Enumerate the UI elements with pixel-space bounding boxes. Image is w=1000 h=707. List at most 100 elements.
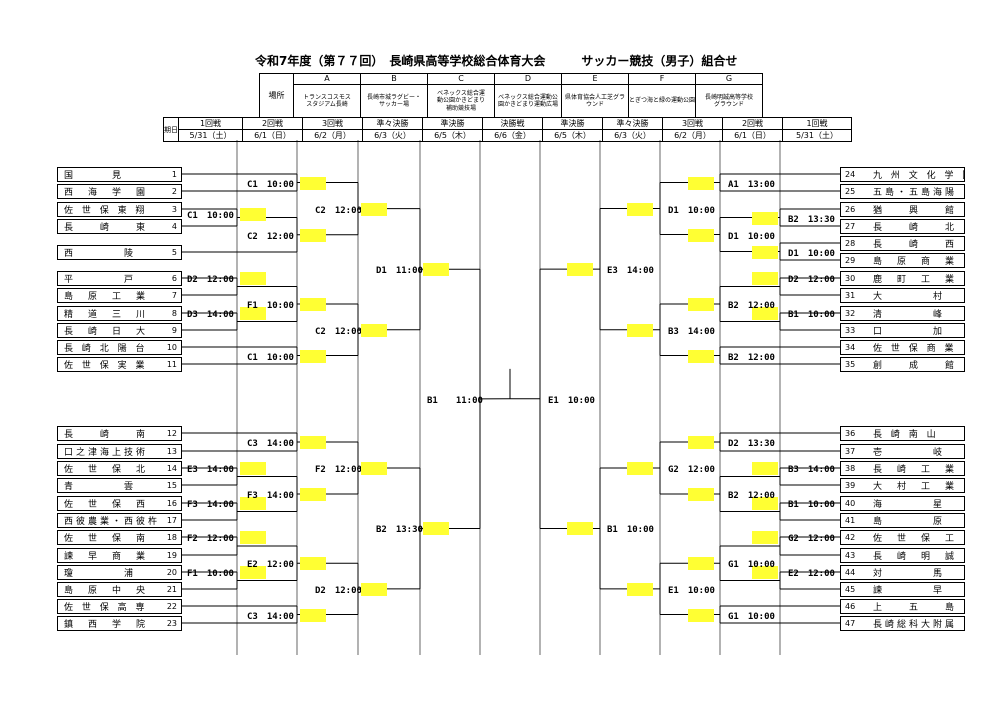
team-name: 長 崎 工 業 <box>873 465 958 475</box>
team-name: 清 峰 <box>873 310 946 320</box>
match-label: C2 12:00 <box>247 231 294 242</box>
team-name: 五島・五島海陽 <box>873 188 958 198</box>
match-label: C1 10:00 <box>247 179 294 190</box>
result-highlight <box>300 349 326 363</box>
team-number: 47 <box>845 619 856 628</box>
team-number: 38 <box>845 464 856 473</box>
team-name: 佐 世 保 西 <box>64 500 149 510</box>
team-name: 国 見 <box>64 171 125 181</box>
team-name: 島 原 工 業 <box>64 292 149 302</box>
team-name: 瓊 浦 <box>64 569 137 579</box>
team-name: 口 加 <box>873 327 946 337</box>
round-date: 5/31（土） <box>782 129 852 142</box>
result-highlight <box>240 271 266 285</box>
result-highlight <box>627 202 653 216</box>
match-label: B2 12:00 <box>728 301 775 311</box>
team-name: 長 崎 西 <box>873 240 958 250</box>
team-number: 46 <box>845 602 856 611</box>
team-entry: 46 上 五 島 <box>840 599 965 614</box>
team-number: 23 <box>166 619 177 628</box>
result-highlight <box>240 496 266 510</box>
result-highlight <box>567 263 593 277</box>
result-highlight <box>627 582 653 596</box>
team-name: 佐 世 保 実 業 <box>64 361 148 371</box>
team-number: 3 <box>171 205 177 214</box>
match-label: B1 10:00 <box>788 499 835 510</box>
match-label: E2 12:00 <box>247 560 294 571</box>
result-highlight <box>361 323 387 337</box>
result-highlight <box>300 557 326 571</box>
team-number: 28 <box>845 239 856 248</box>
result-highlight <box>423 263 449 277</box>
venue-name: 長崎明誠高等学校 グラウンド <box>695 84 764 118</box>
team-name: 佐 世 保 北 <box>64 465 149 475</box>
result-highlight <box>752 496 778 510</box>
result-highlight <box>361 202 387 216</box>
team-name: 西彼農業・西彼杵 <box>64 517 157 527</box>
team-name: 鹿 町 工 業 <box>873 275 958 285</box>
match-label: D3 14:00 <box>187 309 234 320</box>
team-number: 13 <box>166 447 177 456</box>
team-number: 19 <box>166 551 177 560</box>
team-name: 長崎総科大附属 <box>873 620 958 630</box>
match-label: E1 10:00 <box>548 395 595 406</box>
result-highlight <box>240 306 266 320</box>
round-date-table: 期日 1回戦 2回戦 3回戦 準々決勝 準決勝 決勝戦 準決勝 準々決勝 3回戦… <box>163 117 852 142</box>
team-name: 対 馬 <box>873 569 946 579</box>
result-highlight <box>752 565 778 579</box>
match-label: G1 10:00 <box>728 560 775 571</box>
team-number: 36 <box>845 429 856 438</box>
result-highlight <box>688 436 714 449</box>
team-name: 海 星 <box>873 500 946 510</box>
team-number: 34 <box>845 343 856 352</box>
result-highlight <box>752 461 778 475</box>
match-label: G1 10:00 <box>728 611 775 622</box>
match-label: C3 14:00 <box>247 611 294 622</box>
team-number: 27 <box>845 222 856 231</box>
team-name: 長 崎 北 陽 台 <box>64 344 148 354</box>
team-name: 大 村 <box>873 292 946 302</box>
team-number: 5 <box>171 248 177 257</box>
team-name: 佐 世 保 南 <box>64 534 149 544</box>
result-highlight <box>688 349 714 363</box>
result-highlight <box>300 298 326 311</box>
round-date: 6/6（金） <box>482 129 543 142</box>
team-name: 島 原 商 業 <box>873 257 958 267</box>
match-label: D2 12:00 <box>187 274 234 285</box>
team-number: 26 <box>845 205 856 214</box>
match-label: G2 12:00 <box>788 534 835 544</box>
result-highlight <box>688 298 714 311</box>
result-highlight <box>361 462 387 475</box>
team-name: 佐 世 保 高 専 <box>64 603 148 613</box>
result-highlight <box>300 176 326 190</box>
result-highlight <box>752 271 778 285</box>
team-name: 長 崎 南 山 <box>873 430 939 440</box>
team-name: 諫 早 商 業 <box>64 552 149 562</box>
match-label: E3 14:00 <box>607 266 654 277</box>
match-label: D1 10:00 <box>788 248 835 259</box>
result-highlight <box>752 211 778 225</box>
team-number: 35 <box>845 360 856 369</box>
team-name: 島 原 <box>873 517 946 527</box>
match-label: D1 10:00 <box>728 231 775 242</box>
match-label: C2 12:00 <box>315 205 362 216</box>
result-highlight <box>752 306 778 320</box>
date-header: 期日 <box>163 117 179 142</box>
team-name: 上 五 島 <box>873 603 958 613</box>
